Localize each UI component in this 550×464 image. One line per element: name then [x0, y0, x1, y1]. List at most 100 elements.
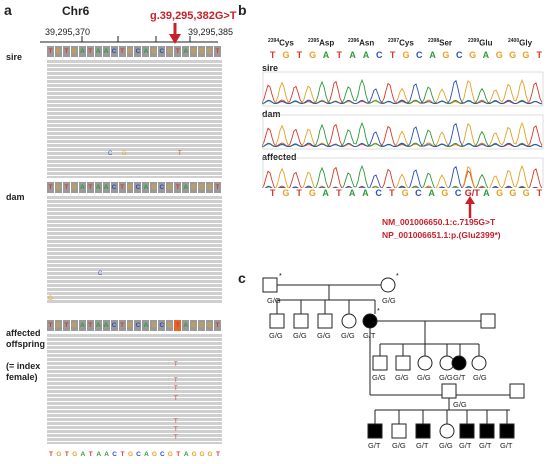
ref-base: A — [78, 320, 86, 331]
amino-acid: 2398Ser — [428, 38, 453, 48]
bottom-base: A — [144, 451, 149, 458]
bottom-base: C — [136, 451, 141, 458]
seq-base: G — [522, 50, 530, 60]
seq-base: G — [442, 50, 450, 60]
ref-base: G — [126, 182, 134, 193]
ref-base: C — [110, 46, 118, 57]
gen4-3: G/G — [439, 441, 453, 450]
row-label-affected: affected offspring (= index female) — [6, 328, 45, 382]
snp-aff-6: T — [174, 427, 178, 433]
ref-base: T — [214, 46, 221, 57]
ref-base: G — [150, 46, 158, 57]
ref-base: G — [126, 46, 134, 57]
star-3: * — [377, 308, 380, 315]
ref-base: G — [150, 320, 158, 331]
panel-a-label: a — [4, 2, 12, 18]
trace-G — [262, 121, 543, 148]
ref-base: G — [166, 320, 174, 331]
bottom-base: G — [127, 451, 134, 458]
ref-base: G — [70, 182, 78, 193]
row-label-sire: sire — [6, 52, 23, 62]
seq-base: A — [482, 50, 490, 60]
trace-frame — [262, 157, 544, 188]
seq-base: C — [416, 50, 423, 60]
ref-base: G — [54, 46, 62, 57]
bottom-base: G — [207, 451, 213, 458]
gen4-5: G/T — [479, 441, 492, 450]
ref-base: A — [102, 46, 110, 57]
ref-base: C — [134, 46, 142, 57]
bottom-base: T — [216, 451, 220, 458]
ref-base: T — [47, 182, 54, 193]
gen2-2: G/G — [317, 331, 331, 340]
ref-base: T — [174, 46, 182, 57]
chromatogram — [262, 71, 544, 188]
seq-base: A — [349, 50, 356, 60]
seq-base: A — [362, 50, 370, 60]
seq-base: A — [428, 188, 435, 198]
star-1: * — [279, 273, 282, 280]
ref-base: G — [190, 182, 198, 193]
ref-base: C — [158, 46, 166, 57]
seq-base: G — [509, 188, 517, 198]
gen4-4: G/T — [459, 441, 472, 450]
ref-base: T — [86, 46, 94, 57]
seq-base: G — [469, 50, 477, 60]
mutation-label: g.39,295,382G>T — [150, 10, 237, 22]
ref-base: A — [142, 320, 150, 331]
ref-base: A — [182, 320, 190, 331]
ref-base: A — [78, 46, 86, 57]
ref-base: T — [47, 320, 54, 331]
gen3-0: G/G — [372, 373, 386, 382]
bottom-base: T — [176, 451, 181, 458]
snp-aff-3: T — [174, 386, 178, 392]
seq-base: T — [269, 188, 276, 198]
bottom-base: A — [96, 451, 102, 458]
seq-base: A — [322, 50, 330, 60]
seq-base: G — [522, 188, 530, 198]
bottom-base: A — [104, 451, 109, 458]
bottom-base: T — [120, 451, 125, 458]
snp-dam-1: C — [98, 271, 103, 277]
bottom-base: A — [80, 451, 86, 458]
gen3-1: G/G — [395, 373, 409, 382]
ref-base: G — [198, 46, 206, 57]
snp-aff-7: T — [174, 435, 178, 441]
gen3-3: G/G — [439, 373, 453, 382]
amino-acid: 2394Cys — [268, 38, 294, 48]
ref-base: G — [54, 182, 62, 193]
gen4-2: G/T — [416, 441, 429, 450]
panel-b-label: b — [238, 2, 247, 18]
bottom-base: G — [191, 451, 197, 458]
gen3-4: G/T — [453, 373, 466, 382]
ref-base: A — [142, 46, 150, 57]
amino-acid: 2397Cys — [388, 38, 414, 48]
ref-base: T — [118, 46, 126, 57]
seq-base: G — [402, 50, 410, 60]
gen2-4: G/T — [363, 331, 376, 340]
ref-base: T — [174, 182, 182, 193]
seq-base: T — [389, 188, 395, 198]
ref-base: G — [166, 182, 174, 193]
seq-base: T — [336, 188, 342, 198]
snp-aff-4: T — [174, 396, 178, 402]
seq-base: T — [296, 188, 302, 198]
bottom-base: T — [64, 451, 69, 458]
snp-sire-2: G — [122, 151, 127, 157]
seq-base: G — [401, 188, 409, 198]
seq-base: A — [483, 188, 490, 198]
amino-acid: 2399Glu — [468, 38, 493, 48]
bottom-base: G — [151, 451, 157, 458]
seq-base: G/T — [464, 188, 480, 198]
bottom-base: C — [159, 451, 165, 458]
ref-base: G — [70, 320, 78, 331]
reads-affected — [47, 334, 222, 444]
row-label-dam: dam — [6, 192, 25, 202]
trace-C — [265, 165, 539, 188]
mutation-arrow — [465, 196, 475, 218]
gen4-0: G/T — [368, 441, 381, 450]
trace-frame — [262, 114, 544, 150]
